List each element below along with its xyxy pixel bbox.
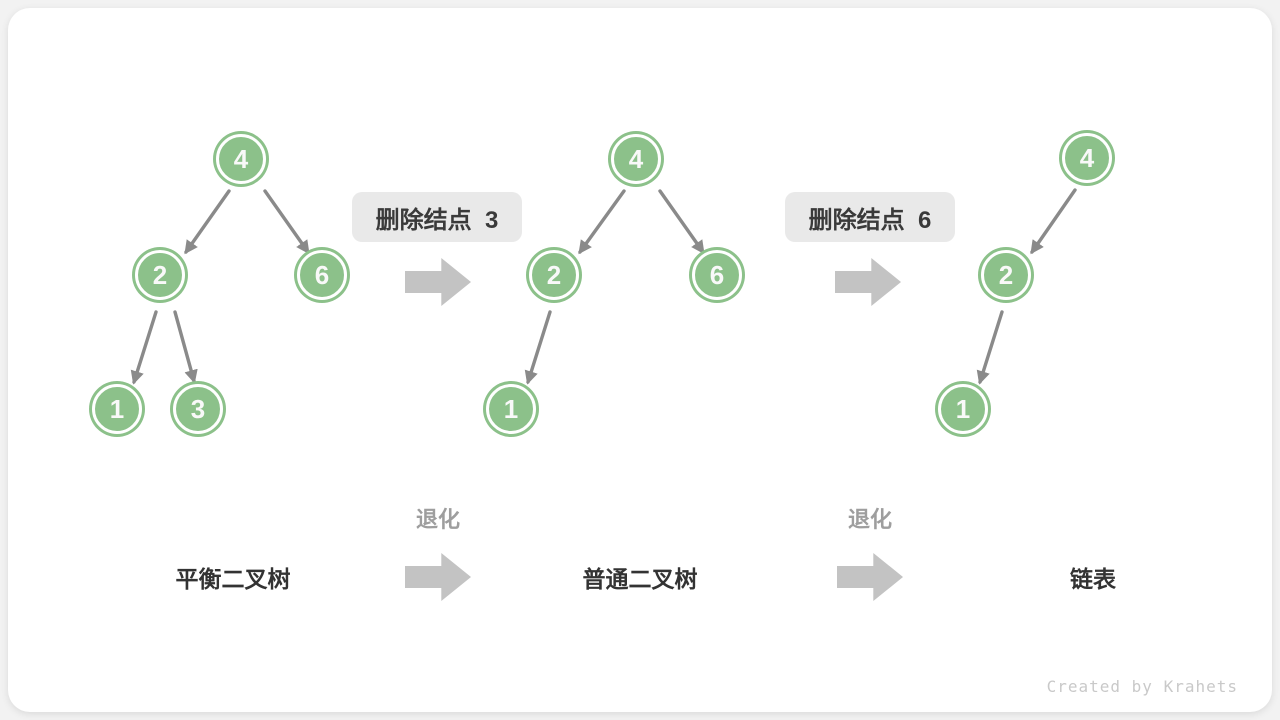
tree-node: 4	[1062, 133, 1112, 183]
tree-node: 4	[216, 134, 266, 184]
caption-linked-list: 链表	[1070, 566, 1116, 592]
diagram-card	[8, 8, 1272, 712]
tree-node: 1	[92, 384, 142, 434]
tree-node: 2	[135, 250, 185, 300]
tree-node: 6	[297, 250, 347, 300]
caption-balanced-binary-tree: 平衡二叉树	[175, 566, 291, 592]
delete-node-6-label: 删除结点 6	[785, 192, 955, 242]
caption-ordinary-binary-tree: 普通二叉树	[582, 566, 698, 592]
watermark: Created by Krahets	[1046, 677, 1238, 696]
delete-node-3-label: 删除结点 3	[352, 192, 522, 242]
degrade-label: 退化	[415, 507, 461, 532]
degrade-label: 退化	[847, 507, 893, 532]
tree-node: 4	[611, 134, 661, 184]
tree-node: 2	[981, 250, 1031, 300]
tree-node: 1	[486, 384, 536, 434]
tree-node: 6	[692, 250, 742, 300]
tree-node: 1	[938, 384, 988, 434]
tree-node: 3	[173, 384, 223, 434]
tree-node: 2	[529, 250, 579, 300]
